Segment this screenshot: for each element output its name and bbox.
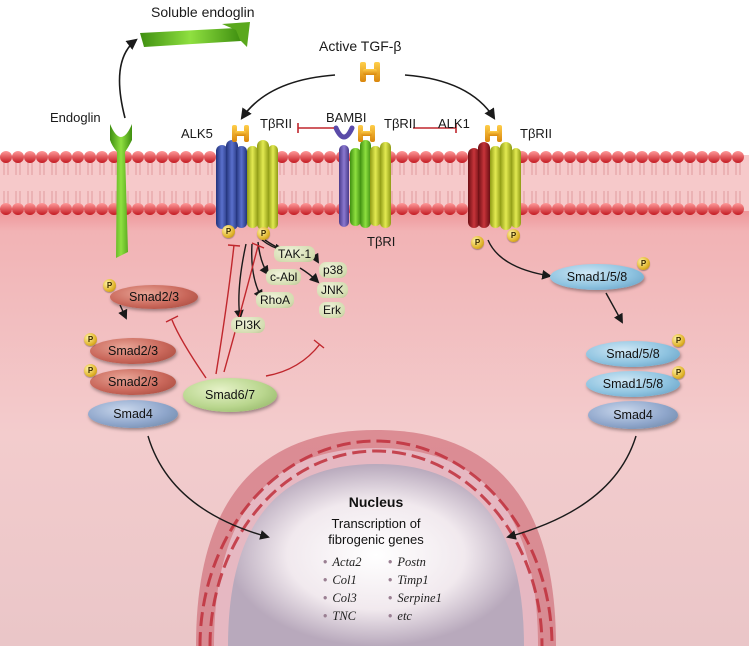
soluble-endoglin-label: Soluble endoglin: [151, 4, 255, 20]
tbri-label: TβRI: [367, 234, 396, 249]
arrow-tgfb-to-alk1: [404, 74, 496, 120]
alk5-tbrii-complex: [216, 125, 278, 230]
tbrii-label-left: TβRII: [260, 116, 293, 131]
phospho-alk1-b: P: [507, 229, 520, 242]
phospho-smad58-stack-1: P: [672, 334, 685, 347]
tgfb-bound-alk5: [232, 125, 249, 142]
nucleus: [196, 430, 556, 646]
kinase-jnk: JNK: [317, 282, 348, 298]
alk1-tbrii-complex: [468, 125, 521, 230]
nucleus-subtitle-line-1: Transcription of: [331, 516, 421, 531]
smad67-inhibition-lines: [165, 242, 325, 379]
gene-item: etc: [388, 609, 412, 624]
tbrii-label-mid: TβRII: [384, 116, 417, 131]
kinase-rhoa: RhoA: [256, 292, 295, 308]
nucleus-title: Nucleus: [348, 494, 404, 510]
endoglin-receptor: [110, 124, 132, 258]
gene-item: Col1: [323, 573, 356, 588]
smad158-single: Smad1/5/8: [550, 264, 644, 290]
phospho-smad23-stack-2: P: [84, 364, 97, 377]
tbrii-label-right: TβRII: [520, 126, 553, 141]
smad23-stack-2: Smad2/3: [90, 369, 176, 395]
smad4-right: Smad4: [588, 401, 678, 429]
gene-item: Serpine1: [388, 591, 441, 606]
smad23-stack-1: Smad2/3: [90, 338, 176, 364]
bambi-complex: [333, 125, 391, 228]
arrow-endoglin-to-soluble: [118, 38, 138, 119]
bambi-inhibition-lines: [297, 123, 457, 133]
tgfb-bound-bambi: [358, 125, 375, 142]
bambi-label: BAMBI: [326, 110, 367, 125]
phospho-smad23-single: P: [103, 279, 116, 292]
smad58-stack-1: Smad/5/8: [586, 341, 680, 367]
kinase-erk: Erk: [319, 302, 345, 318]
kinase-tak1: TAK-1: [274, 246, 316, 262]
soluble-endoglin-molecule: [140, 22, 250, 47]
smad158-stack-2: Smad1/5/8: [586, 371, 680, 397]
nucleus-subtitle-line-2: fibrogenic genes: [328, 532, 424, 547]
smad67: Smad6/7: [183, 378, 277, 412]
arrow-tgfb-to-alk5: [240, 74, 336, 120]
tgfb-bound-alk1: [485, 125, 502, 142]
gene-item: Timp1: [388, 573, 428, 588]
gene-item: Col3: [323, 591, 356, 606]
nucleus-subtitle: Transcription of fibrogenic genes: [301, 516, 451, 548]
endoglin-label: Endoglin: [50, 110, 101, 125]
gene-item: TNC: [323, 609, 356, 624]
phospho-alk5-b: P: [257, 227, 270, 240]
phospho-smad158-single: P: [637, 257, 650, 270]
phospho-alk1-a: P: [471, 236, 484, 249]
signaling-arrows: [118, 239, 637, 540]
active-tgfb-label: Active TGF-β: [319, 38, 402, 54]
phospho-alk5-a: P: [222, 225, 235, 238]
gene-item: Acta2: [323, 555, 361, 570]
smad23-single: Smad2/3: [110, 285, 198, 309]
tgfb-ligand: [360, 62, 380, 82]
gene-item: Postn: [388, 555, 425, 570]
kinase-p38: p38: [319, 262, 348, 278]
alk5-label: ALK5: [181, 126, 213, 141]
smad4-left: Smad4: [88, 400, 178, 428]
phospho-smad158-stack-2: P: [672, 366, 685, 379]
phospho-smad23-stack-1: P: [84, 333, 97, 346]
kinase-c-abl: c-Abl: [266, 269, 302, 285]
alk1-label: ALK1: [438, 116, 470, 131]
kinase-pi3k: PI3K: [231, 317, 266, 333]
